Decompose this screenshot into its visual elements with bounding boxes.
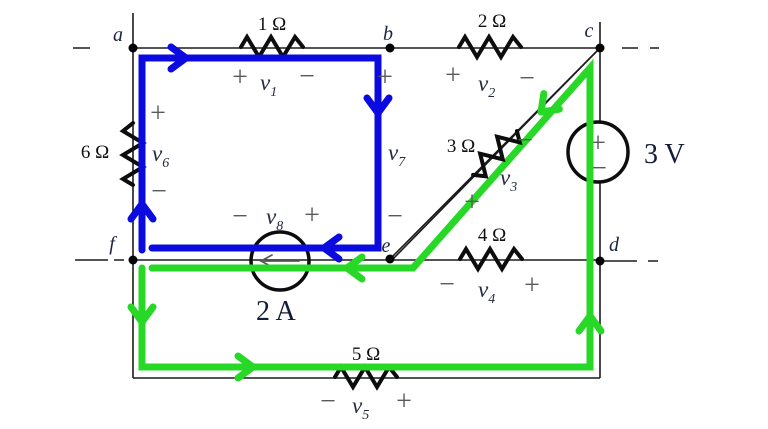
resistor-6ohm-symbol <box>119 121 147 187</box>
node-d-dot <box>595 256 605 266</box>
voltage-source-plus: + <box>590 128 606 159</box>
polarity-signs: + − + − − + − + − + + − + − − + <box>150 60 540 417</box>
source-labels: 2 A 3 V <box>256 139 685 327</box>
v2-label: v2 <box>478 71 495 101</box>
current-source <box>249 230 311 292</box>
resistor-6ohm-label: 6 Ω <box>81 142 109 163</box>
v7-minus: − <box>387 201 403 232</box>
v1-label: v1 <box>260 70 277 100</box>
v5-plus: + <box>396 386 412 417</box>
v7-plus: + <box>377 62 393 93</box>
node-e-label: e <box>382 235 391 257</box>
voltage-source-minus: − <box>591 153 607 184</box>
resistor-1ohm-symbol <box>239 33 305 61</box>
v4-minus: − <box>439 269 455 300</box>
v3-plus: + <box>464 187 480 218</box>
resistor-4ohm-label: 4 Ω <box>478 225 506 246</box>
voltage-source: + − <box>566 120 630 184</box>
loop-green-arrow-right-icon <box>234 352 257 382</box>
loop-blue <box>127 43 393 263</box>
v8-plus: + <box>304 200 320 231</box>
v4-plus: + <box>524 270 540 301</box>
node-e-dot <box>385 254 395 264</box>
resistance-labels: 1 Ω 2 Ω 6 Ω 3 Ω 4 Ω 5 Ω <box>81 11 506 365</box>
node-b-label: b <box>383 23 393 45</box>
node-f-label: f <box>109 233 117 255</box>
voltage-source-label: 3 V <box>644 139 685 170</box>
current-source-circle <box>249 230 311 292</box>
voltage-source-circle <box>566 120 630 184</box>
v2-minus: − <box>519 63 535 94</box>
v7-label: v7 <box>388 140 406 170</box>
loop-blue-arrow-up-icon <box>127 200 157 223</box>
loop-green-arrow-down-icon <box>127 303 157 326</box>
node-c-label: c <box>585 20 594 42</box>
node-f-dot <box>128 255 138 265</box>
node-dots <box>128 43 605 266</box>
resistor-2ohm-symbol <box>457 33 523 61</box>
resistor-3ohm-label: 3 Ω <box>447 136 475 157</box>
node-labels: a b c d e f <box>109 20 620 257</box>
v1-plus: + <box>232 62 248 93</box>
resistor-4ohm-symbol <box>458 245 524 273</box>
loop-blue-arrow-left-icon <box>320 233 343 263</box>
v5-label: v5 <box>352 393 369 423</box>
loop-blue-arrow-down-icon <box>363 94 393 117</box>
loop-blue-arrow-right-icon <box>167 43 190 73</box>
loop-green-arrow-diagonal-icon <box>537 90 563 116</box>
v3-minus: − <box>517 125 533 156</box>
v5-minus: − <box>320 386 336 417</box>
node-c-dot <box>595 43 605 53</box>
node-a-label: a <box>113 24 123 46</box>
resistor-1ohm-label: 1 Ω <box>258 14 286 35</box>
voltage-labels: v1 v2 v3 v4 v5 v6 v7 v8 <box>152 70 517 423</box>
v8-label: v8 <box>266 204 283 234</box>
node-b-dot <box>385 43 395 53</box>
v1-minus: − <box>299 61 315 92</box>
loop-green <box>127 58 605 382</box>
v3-label: v3 <box>500 165 517 195</box>
loop-green-arrow-up-icon <box>575 312 605 335</box>
v6-plus: + <box>150 98 166 129</box>
loop-green-path <box>138 58 594 371</box>
current-source-label: 2 A <box>256 296 296 327</box>
loop-green-arrow-left-icon <box>343 253 366 283</box>
v4-label: v4 <box>478 277 495 307</box>
v6-label: v6 <box>152 141 169 171</box>
node-d-label: d <box>609 234 620 256</box>
v2-plus: + <box>445 60 461 91</box>
loop-blue-path <box>138 54 382 254</box>
resistor-5ohm-label: 5 Ω <box>352 344 380 365</box>
resistor-2ohm-label: 2 Ω <box>478 11 506 32</box>
v6-minus: − <box>151 176 167 207</box>
node-a-dot <box>128 43 138 53</box>
v8-minus: − <box>232 201 248 232</box>
resistor-3ohm-symbol <box>471 129 523 179</box>
